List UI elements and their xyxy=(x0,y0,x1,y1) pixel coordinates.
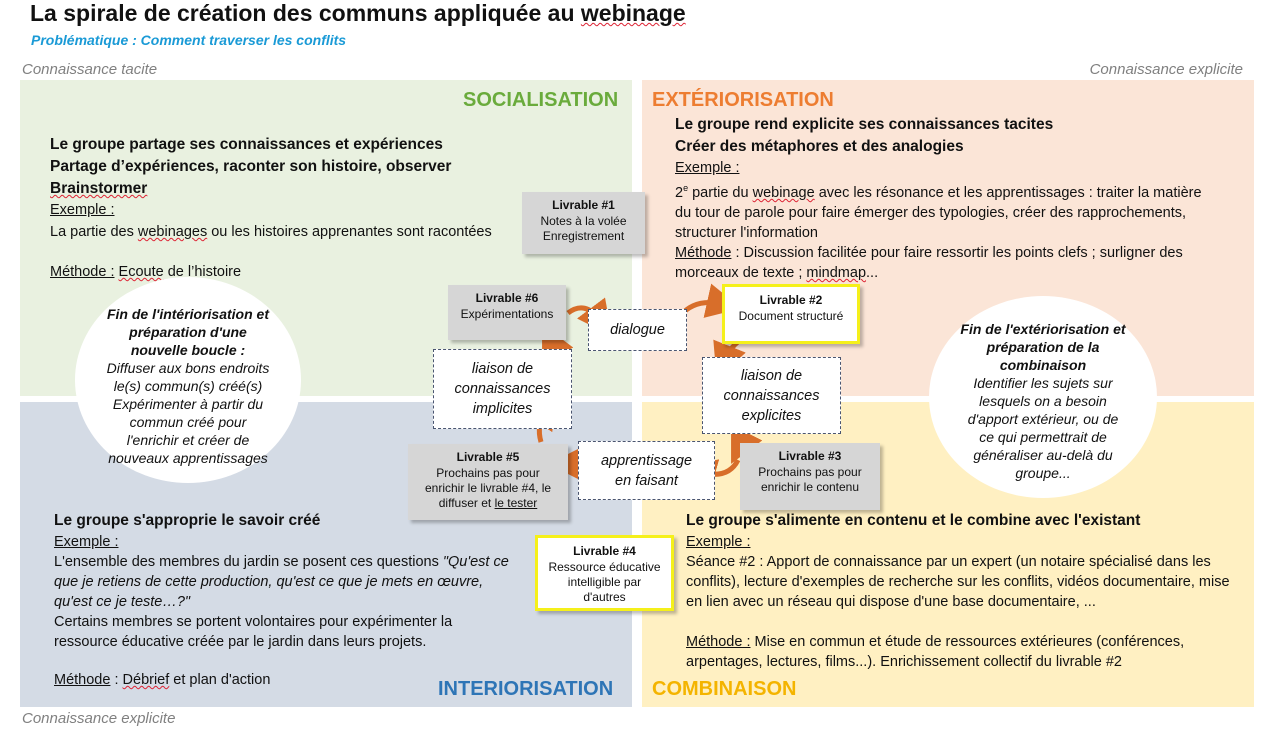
combinaison-example-line1: Séance #2 : Apport de connaissance par u… xyxy=(686,554,1211,570)
ellipse-end-exteriorisation: Fin de l'extériorisation et préparation … xyxy=(929,296,1157,498)
exteriorisation-title: EXTÉRIORISATION xyxy=(652,89,834,111)
interiorisation-example-label: Exemple : xyxy=(54,534,119,550)
livrable-6-note: Livrable #6 Expérimentations xyxy=(448,285,566,340)
ellipse-end-interiorisation: Fin de l'intériorisation et préparation … xyxy=(75,277,301,483)
transition-apprentissage: apprentissage en faisant xyxy=(578,441,715,500)
socialisation-line2: Partage d’expériences, raconter son hist… xyxy=(50,158,452,175)
interiorisation-title: INTERIORISATION xyxy=(438,678,614,700)
combinaison-text: Le groupe s'alimente en contenu et le co… xyxy=(686,510,1256,672)
corner-label-bottom-left: Connaissance explicite xyxy=(22,710,176,727)
combinaison-example-line3: en lien avec un réseau qui dispose d'une… xyxy=(686,594,1096,610)
interiorisation-example-line3: qu'est ce je teste…?" xyxy=(54,594,191,610)
exteriorisation-text: Le groupe rend explicite ses connaissanc… xyxy=(675,114,1245,283)
transition-liaison-implicites: liaison de connaissances implicites xyxy=(433,349,572,429)
livrable-1-note: Livrable #1 Notes à la volée Enregistrem… xyxy=(522,192,645,254)
interiorisation-example-line2: que je retiens de cette production, qu'e… xyxy=(54,574,484,590)
combinaison-line1: Le groupe s'alimente en contenu et le co… xyxy=(686,512,1141,529)
corner-label-top-left: Connaissance tacite xyxy=(22,61,158,78)
exteriorisation-method-line1: Méthode : Discussion facilitée pour fair… xyxy=(675,244,1183,261)
transition-dialogue: dialogue xyxy=(588,309,687,351)
exteriorisation-method-line2: morceaux de texte ; mindmap... xyxy=(675,264,879,281)
page-title: La spirale de création des communs appli… xyxy=(30,0,686,26)
exteriorisation-example-label: Exemple : xyxy=(675,160,740,176)
combinaison-example-line2: conflits), lecture d'exemples de recherc… xyxy=(686,574,1230,590)
interiorisation-example-line1: L'ensemble des membres du jardin se pose… xyxy=(54,554,509,570)
socialisation-method: Méthode : Ecoute de l’histoire xyxy=(50,264,242,280)
exteriorisation-example-line3: structurer l'information xyxy=(675,224,818,241)
socialisation-example: La partie des webinages ou les histoires… xyxy=(50,224,492,240)
combinaison-title: COMBINAISON xyxy=(652,678,797,700)
interiorisation-line1: Le groupe s'approprie le savoir créé xyxy=(54,512,321,529)
exteriorisation-line2: Créer des métaphores et des analogies xyxy=(675,138,964,155)
exteriorisation-line1: Le groupe rend explicite ses connaissanc… xyxy=(675,116,1054,133)
interiorisation-example-line5: ressource éducative créée par le jardin … xyxy=(54,634,427,650)
socialisation-example-label: Exemple : xyxy=(50,202,115,218)
corner-label-top-right: Connaissance explicite xyxy=(1089,61,1243,78)
page-subtitle: Problématique : Comment traverser les co… xyxy=(31,32,347,48)
socialisation-text: Le groupe partage ses connaissances et e… xyxy=(50,134,520,282)
transition-liaison-explicites: liaison de connaissances explicites xyxy=(702,357,841,434)
interiorisation-example-line4: Certains membres se portent volontaires … xyxy=(54,614,453,630)
livrable-2-note: Livrable #2 Document structuré xyxy=(722,284,860,344)
socialisation-title: SOCIALISATION xyxy=(463,89,619,111)
combinaison-example-label: Exemple : xyxy=(686,534,751,550)
interiorisation-text: Le groupe s'approprie le savoir créé Exe… xyxy=(54,510,534,690)
combinaison-method-line2: arpentages, lectures, films...). Enrichi… xyxy=(686,654,1122,670)
livrable-5-note: Livrable #5 Prochains pas pour enrichir … xyxy=(408,444,568,520)
livrable-4-note: Livrable #4 Ressource éducative intellig… xyxy=(535,535,674,611)
combinaison-method-line1: Méthode : Mise en commun et étude de res… xyxy=(686,634,1185,650)
interiorisation-method: Méthode : Débrief et plan d'action xyxy=(54,672,271,688)
socialisation-line3: Brainstormer xyxy=(50,180,148,197)
socialisation-line1: Le groupe partage ses connaissances et e… xyxy=(50,136,443,153)
livrable-3-note: Livrable #3 Prochains pas pour enrichir … xyxy=(740,443,880,510)
exteriorisation-example-line1: 2e partie du webinage avec les résonance… xyxy=(675,183,1202,201)
exteriorisation-example-line2: du tour de parole pour faire émerger des… xyxy=(675,204,1187,221)
